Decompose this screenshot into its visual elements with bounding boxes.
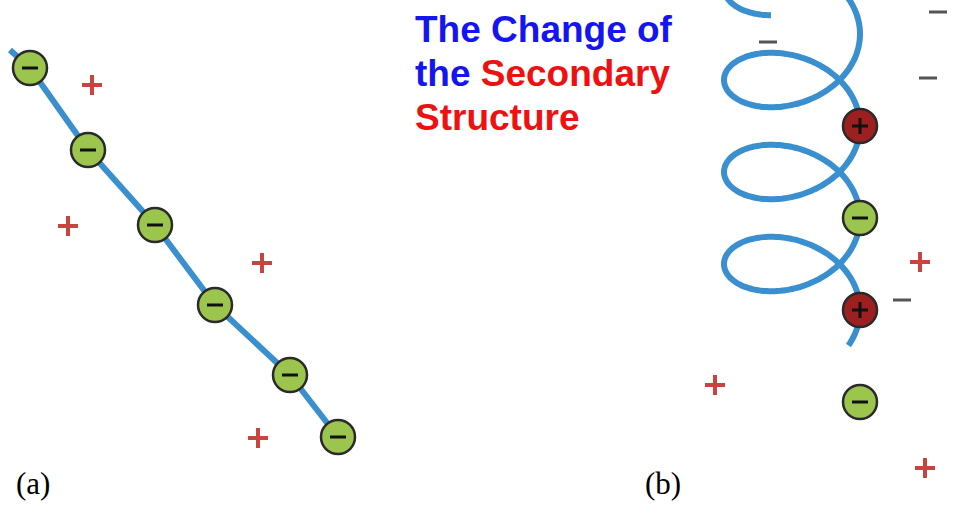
negative-residue: [71, 133, 105, 167]
negative-residue: [198, 288, 232, 322]
backbone-line: [10, 50, 346, 448]
minus-sign: [147, 224, 163, 227]
plus-sign: [58, 216, 78, 236]
minus-sign: [852, 217, 868, 220]
negative-residue: [273, 358, 307, 392]
minus-sign: [919, 77, 937, 80]
minus-sign: [929, 11, 947, 14]
helix-backbone: [724, 0, 860, 345]
panel-label: (a): [16, 466, 50, 502]
extended-chain: [10, 50, 355, 454]
panel-label: (b): [645, 466, 681, 502]
minus-sign: [330, 436, 346, 439]
plus-sign: [248, 428, 268, 448]
plus-sign: [82, 75, 102, 95]
minus-sign: [282, 374, 298, 377]
plus-sign: [252, 253, 272, 273]
minus-sign: [759, 41, 777, 44]
negative-residue: [843, 201, 877, 235]
plus-sign: [705, 375, 725, 395]
title-block: The Change of the Secondary Structure: [415, 8, 695, 140]
negative-residue: [843, 385, 877, 419]
negative-residue: [321, 420, 355, 454]
minus-sign: [207, 304, 223, 307]
plus-sign: [910, 252, 930, 272]
helix: [705, 0, 947, 478]
plus-sign: [852, 118, 868, 134]
minus-sign: [852, 401, 868, 404]
positive-residue: [843, 109, 877, 143]
plus-sign: [915, 458, 935, 478]
plus-sign: [852, 302, 868, 318]
minus-sign: [893, 299, 911, 302]
negative-residue: [138, 208, 172, 242]
negative-residue: [13, 51, 47, 85]
positive-residue: [843, 293, 877, 327]
minus-sign: [80, 149, 96, 152]
minus-sign: [22, 67, 38, 70]
